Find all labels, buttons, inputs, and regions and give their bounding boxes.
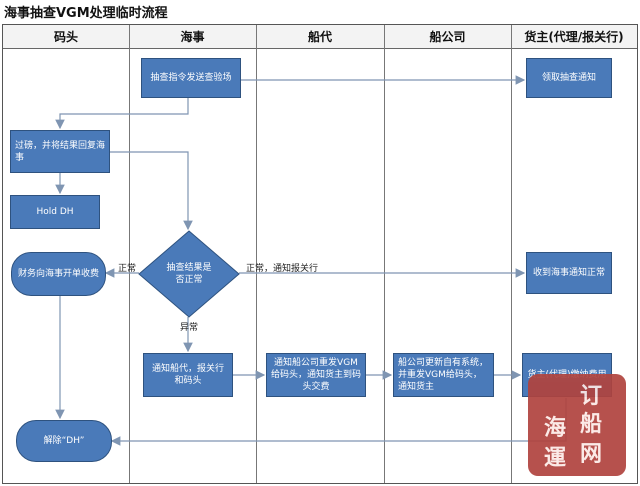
watermark-char: 网 [580,441,603,467]
lane-header-carrier: 船公司 [384,25,511,49]
node-finance-fee: 财务向海事开单收费 [11,252,106,296]
arrow-weigh-to-decision [110,151,193,231]
decision-label: 抽查结果是否正常 [166,263,212,285]
lane-header-ship-agent: 船代 [256,25,384,49]
node-hold-dh: Hold DH [10,195,100,229]
node-release-dh: 解除“DH” [16,420,112,462]
node-weigh-report: 过磅，并将结果回复海事 [10,130,110,173]
lane-divider [129,25,130,483]
watermark-char: 海 [544,415,567,441]
lane-header-cargo-owner: 货主(代理/报关行) [511,25,637,49]
watermark-char: 船 [580,411,603,437]
node-inspect-notice: 抽查指令发送查验场 [141,58,241,98]
edge-label-normal: 正常 [118,264,137,274]
lane-header-terminal: 码头 [3,25,129,49]
arrow-pay-to-release [110,398,567,446]
lane-header-maritime: 海事 [129,25,256,49]
swimlane-frame [2,24,638,484]
node-owner-normal: 收到海事通知正常 [526,252,612,294]
node-notify-agent: 通知船代，报关行和码头 [143,353,233,397]
node-agent-notify-carrier: 通知船公司重发VGM给码头，通知货主到码头交费 [266,353,366,397]
node-receive-notice: 领取抽查通知 [526,58,612,98]
lane-divider [256,25,257,483]
lane-divider [384,25,385,483]
arrow-notice-to-weigh [55,98,189,130]
watermark-seal: 订 船 海 网 運 [528,374,626,476]
edge-label-abnormal: 异常 [180,323,199,333]
diagram-title: 海事抽查VGM处理临时流程 [4,6,168,21]
edge-label-normal-notify: 正常，通知报关行 [246,264,319,274]
watermark-char: 運 [544,445,567,471]
node-carrier-update: 船公司更新自有系统，并重发VGM给码头，通知货主 [393,353,494,397]
lane-divider [511,25,512,483]
decision-diamond [138,230,240,318]
watermark-char: 订 [580,383,603,409]
